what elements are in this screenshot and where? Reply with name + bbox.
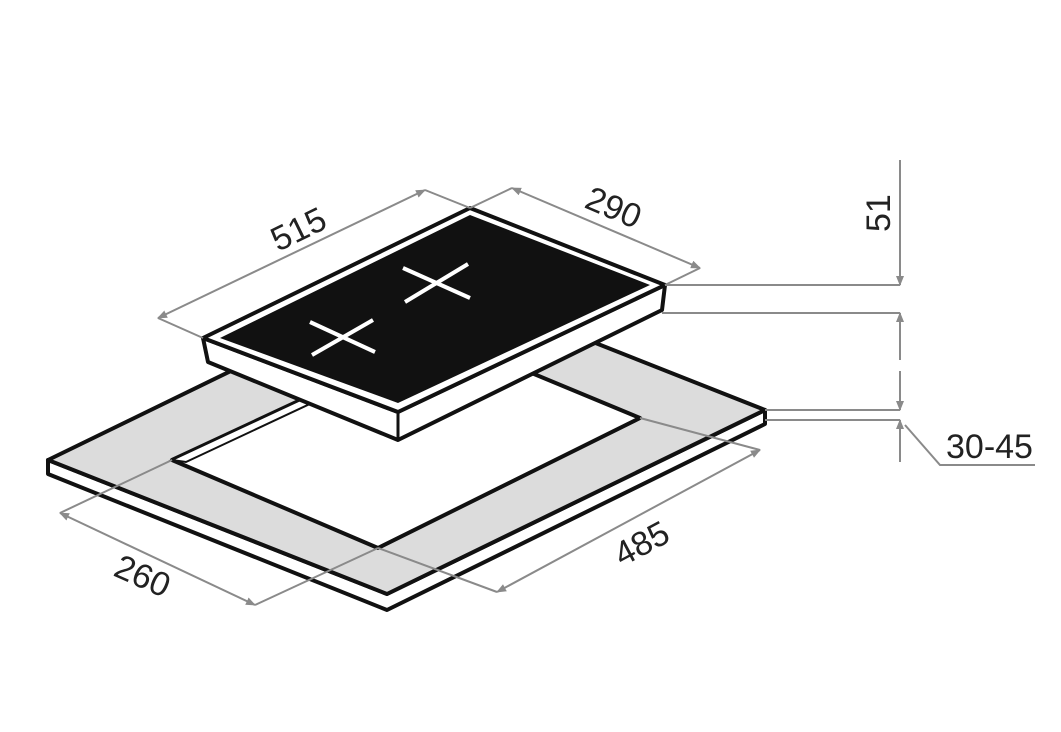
burner-front-icon [309,318,376,357]
label-cutout-width: 485 [608,514,676,574]
dim-line-485 [496,449,761,593]
label-cutout-depth: 260 [109,548,176,606]
dim-line-515 [157,189,426,319]
label-hob-width: 515 [265,200,333,259]
dim-line-260 [59,512,256,606]
dim-line-290 [511,187,701,269]
label-hob-height: 51 [860,194,898,232]
label-hob-depth: 290 [580,179,647,236]
label-worktop-thickness: 30-45 [946,428,1033,466]
